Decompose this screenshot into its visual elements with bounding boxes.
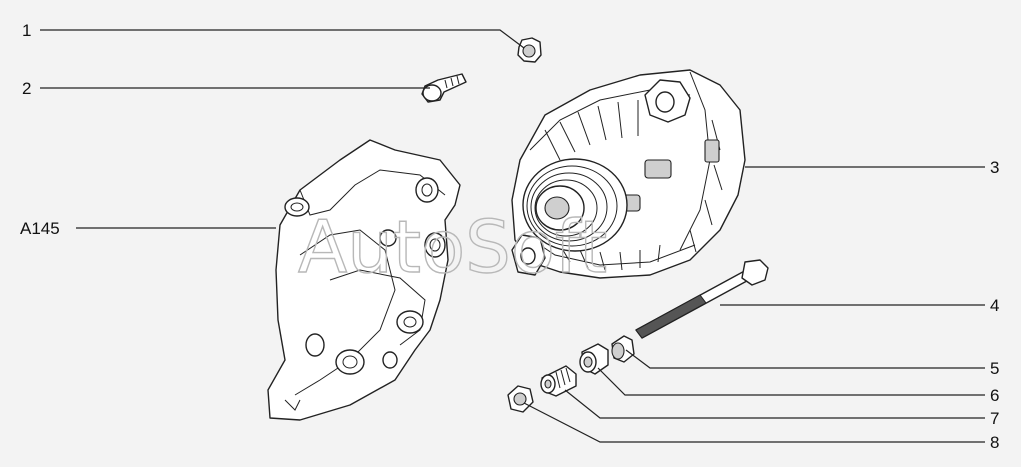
callout-2: 2: [22, 79, 31, 98]
sleeve-part-5[interactable]: [611, 335, 635, 363]
bracket-a145[interactable]: [267, 139, 461, 421]
callout-1: 1: [22, 21, 31, 40]
leader-line-8: [523, 402, 985, 443]
callout-4: 4: [990, 296, 999, 315]
threaded-sleeve-part-7[interactable]: [540, 365, 577, 397]
long-bolt-part-4[interactable]: [635, 259, 769, 339]
leader-line-7: [564, 389, 985, 419]
bushing-part-6[interactable]: [579, 343, 609, 375]
watermark-text: AutoSoft: [298, 205, 607, 289]
callout-7: 7: [990, 409, 999, 428]
callout-5: 5: [990, 359, 999, 378]
nut-part-8[interactable]: [507, 385, 534, 413]
callout-6: 6: [990, 386, 999, 405]
leader-line-6: [597, 367, 985, 396]
leader-line-1: [40, 29, 525, 49]
leader-line-5: [625, 349, 985, 369]
callout-3: 3: [990, 158, 999, 177]
leader-lines: [40, 29, 985, 443]
callout-a145: A145: [20, 219, 60, 238]
alternator[interactable]: [511, 69, 746, 279]
nut-part-1[interactable]: [517, 37, 542, 63]
callout-labels: 1 2 3 4 5 6 7 8 A145: [20, 21, 999, 452]
bolt-part-2[interactable]: [421, 73, 467, 103]
alternator-pulley: [522, 158, 628, 252]
callout-8: 8: [990, 433, 999, 452]
